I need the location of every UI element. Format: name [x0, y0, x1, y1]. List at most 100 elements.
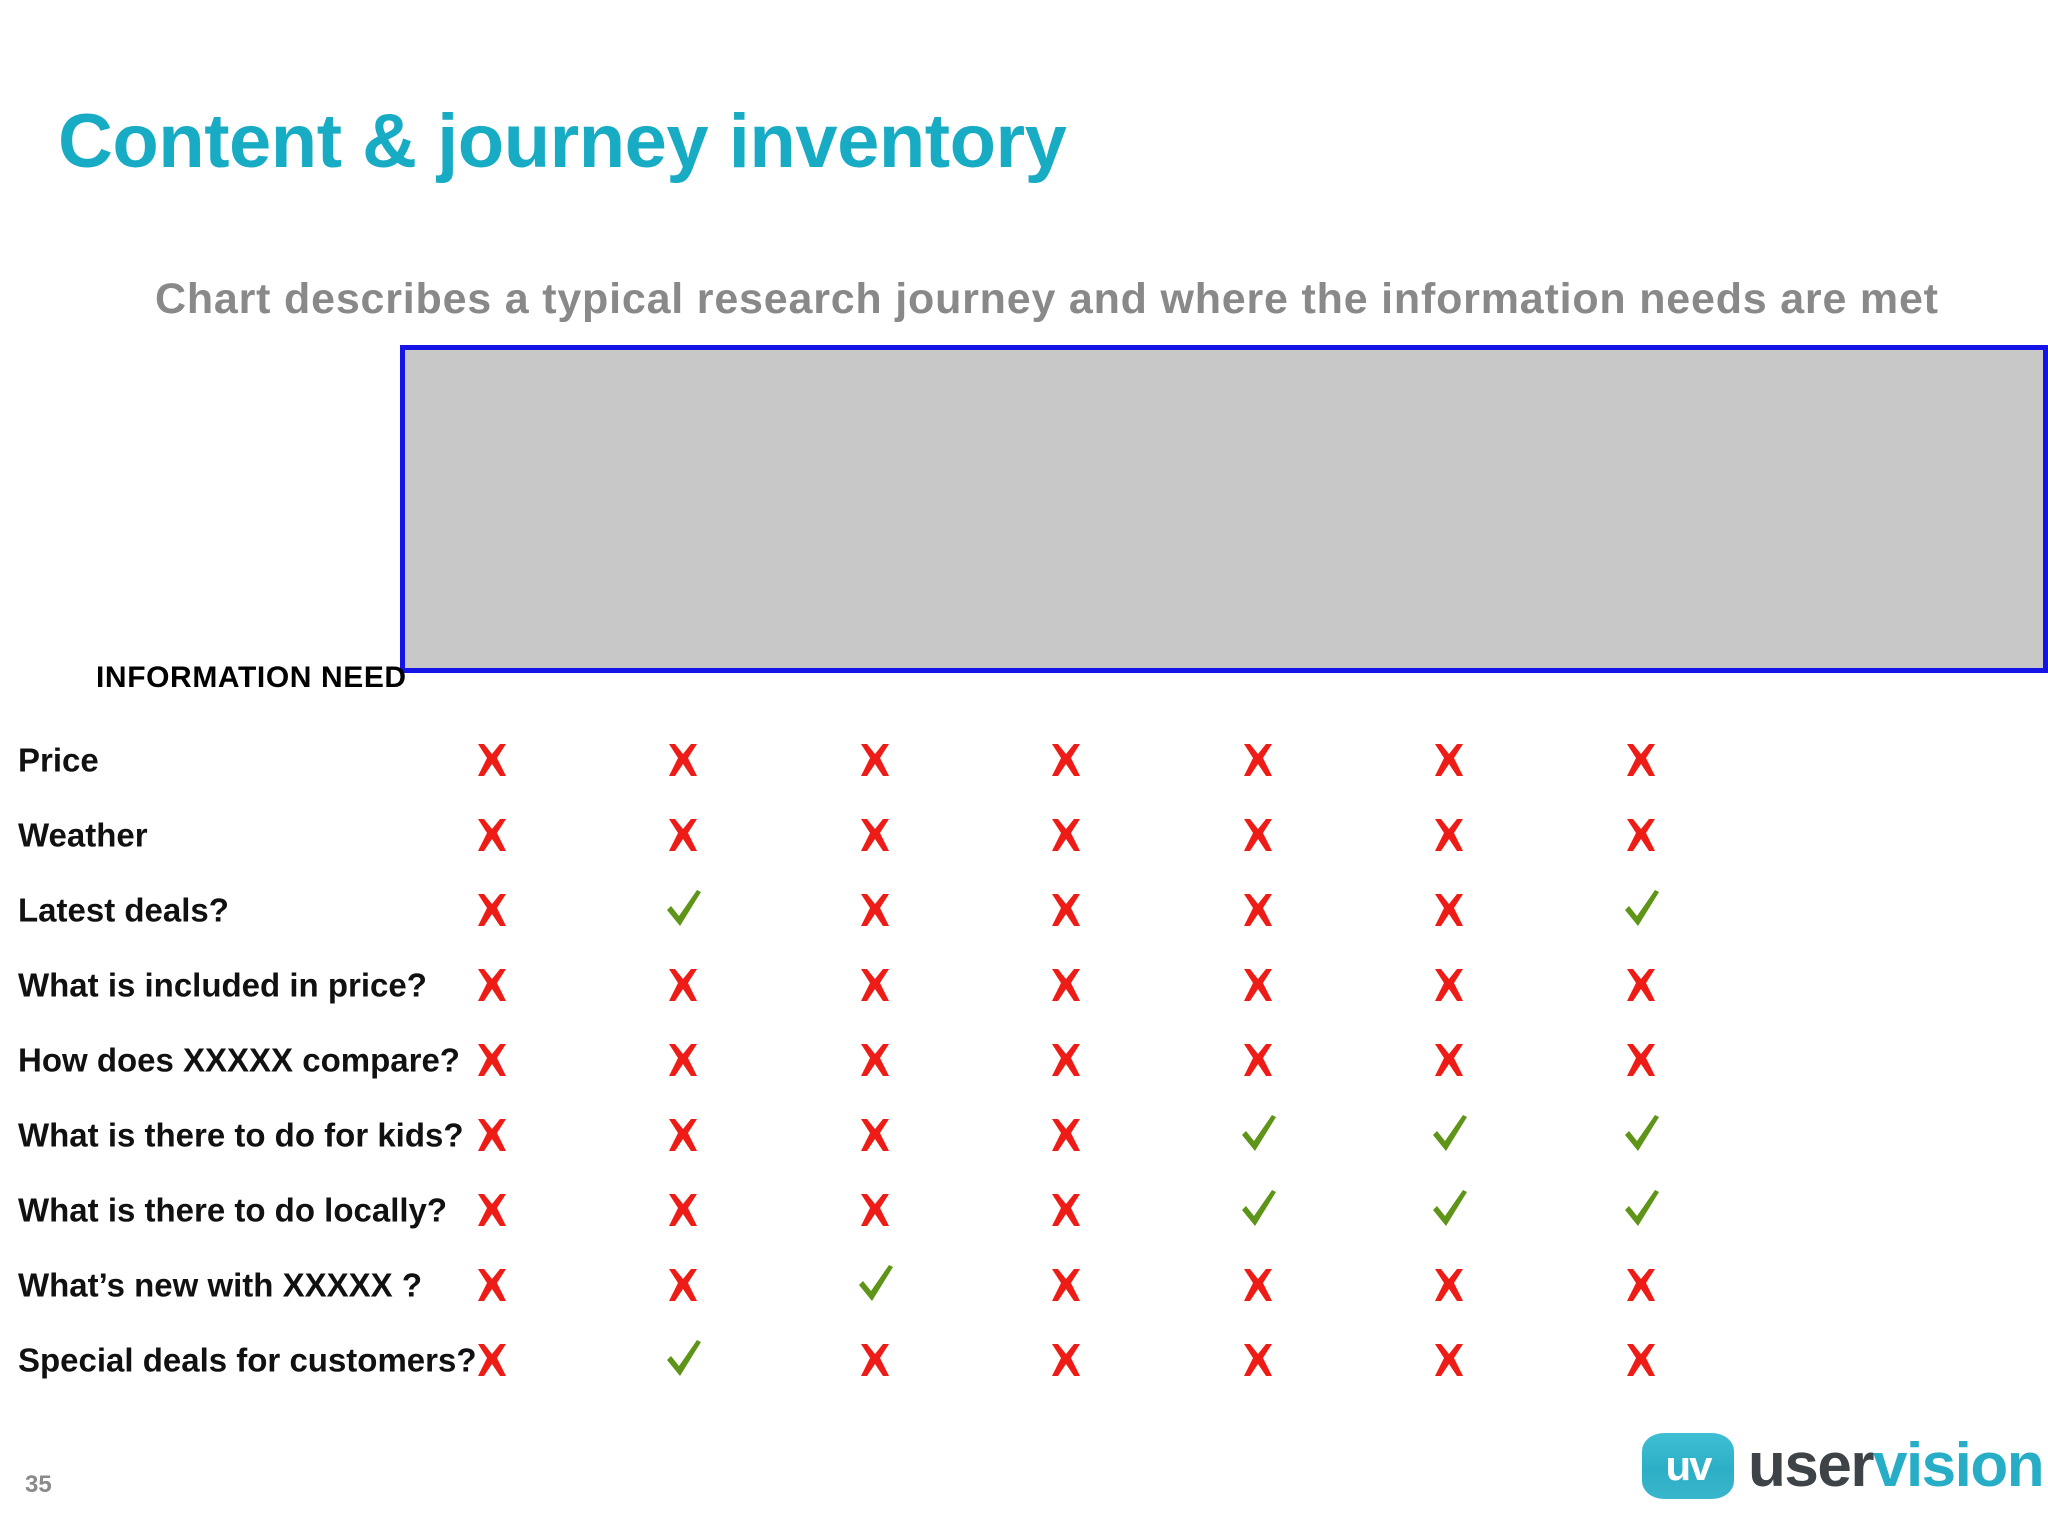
matrix-cell	[1236, 797, 1427, 872]
matrix-cell	[470, 1022, 661, 1097]
logo-word-vision: vision	[1872, 1431, 2045, 1500]
check-icon	[1619, 1188, 1663, 1232]
matrix-row: What is there to do for kids?	[0, 1097, 2048, 1172]
cross-icon	[853, 1113, 897, 1157]
cross-icon	[853, 738, 897, 782]
matrix-row-cells	[470, 1172, 1810, 1247]
row-label: Latest deals?	[18, 891, 229, 928]
matrix-cell	[1427, 1022, 1618, 1097]
matrix-cell	[1236, 722, 1427, 797]
cross-icon	[661, 1263, 705, 1307]
matrix-cell	[1427, 1097, 1618, 1172]
cross-icon	[1044, 963, 1088, 1007]
matrix-row-cells	[470, 1247, 1810, 1322]
cross-icon	[1427, 1038, 1471, 1082]
matrix-row: How does XXXXX compare?	[0, 1022, 2048, 1097]
matrix-cell	[1619, 722, 1810, 797]
matrix-row: Special deals for customers?	[0, 1322, 2048, 1397]
cross-icon	[1619, 738, 1663, 782]
matrix-cell	[1236, 1322, 1427, 1397]
cross-icon	[661, 963, 705, 1007]
matrix-cell	[1044, 1172, 1235, 1247]
matrix-cell	[1236, 1247, 1427, 1322]
row-label: What is included in price?	[18, 966, 427, 1003]
page-number: 35	[25, 1471, 52, 1498]
cross-icon	[470, 1038, 514, 1082]
cross-icon	[853, 1188, 897, 1232]
matrix-cell	[853, 1022, 1044, 1097]
matrix-cell	[661, 1247, 852, 1322]
cross-icon	[1044, 1038, 1088, 1082]
cross-icon	[470, 888, 514, 932]
check-icon	[661, 888, 705, 932]
matrix-cell	[1619, 872, 1810, 947]
cross-icon	[470, 1113, 514, 1157]
matrix-cell	[1427, 1322, 1618, 1397]
matrix-cell	[1044, 1322, 1235, 1397]
matrix-cell	[661, 722, 852, 797]
matrix-cell	[1427, 1172, 1618, 1247]
page-subtitle: Chart describes a typical research journ…	[155, 275, 1939, 323]
cross-icon	[1044, 1113, 1088, 1157]
cross-icon	[470, 1338, 514, 1382]
matrix-cell	[1619, 1172, 1810, 1247]
cross-icon	[470, 738, 514, 782]
cross-icon	[1427, 738, 1471, 782]
cross-icon	[1236, 1338, 1280, 1382]
matrix-cell	[853, 797, 1044, 872]
uservision-logo: uv user vision	[1642, 1430, 2045, 1502]
cross-icon	[470, 1263, 514, 1307]
matrix-cell	[1044, 1097, 1235, 1172]
matrix-cell	[853, 722, 1044, 797]
check-icon	[1427, 1188, 1471, 1232]
cross-icon	[1044, 888, 1088, 932]
matrix-cell	[853, 1322, 1044, 1397]
matrix-cell	[470, 1322, 661, 1397]
cross-icon	[470, 1188, 514, 1232]
matrix-row-cells	[470, 1322, 1810, 1397]
cross-icon	[1427, 963, 1471, 1007]
cross-icon	[1044, 1338, 1088, 1382]
cross-icon	[1236, 1038, 1280, 1082]
matrix-cell	[661, 1097, 852, 1172]
matrix-cell	[470, 1097, 661, 1172]
cross-icon	[661, 1188, 705, 1232]
matrix-cell	[853, 1172, 1044, 1247]
matrix-row: What is included in price?	[0, 947, 2048, 1022]
matrix-row-cells	[470, 947, 1810, 1022]
row-label: What is there to do for kids?	[18, 1116, 464, 1153]
matrix-cell	[470, 1247, 661, 1322]
matrix-row-cells	[470, 797, 1810, 872]
matrix-cell	[1427, 722, 1618, 797]
cross-icon	[470, 813, 514, 857]
matrix-cell	[1427, 797, 1618, 872]
cross-icon	[1236, 1263, 1280, 1307]
matrix-row: What is there to do locally?	[0, 1172, 2048, 1247]
matrix-cell	[1236, 872, 1427, 947]
cross-icon	[1236, 738, 1280, 782]
matrix-cell	[470, 872, 661, 947]
matrix-cell	[470, 1172, 661, 1247]
row-label: Price	[18, 741, 99, 778]
matrix-cell	[1427, 872, 1618, 947]
matrix-row-cells	[470, 722, 1810, 797]
cross-icon	[1044, 1263, 1088, 1307]
uv-logo-icon: uv	[1642, 1433, 1734, 1499]
row-label: What’s new with XXXXX ?	[18, 1266, 422, 1303]
row-label: Weather	[18, 816, 148, 853]
check-icon	[1427, 1113, 1471, 1157]
matrix-cell	[661, 947, 852, 1022]
matrix-cell	[1619, 1322, 1810, 1397]
row-label: Special deals for customers?	[18, 1341, 477, 1378]
matrix-cell	[1236, 1172, 1427, 1247]
matrix-cell	[1427, 1247, 1618, 1322]
cross-icon	[1619, 1038, 1663, 1082]
matrix-row: Price	[0, 722, 2048, 797]
matrix-cell	[1619, 1097, 1810, 1172]
matrix-row-cells	[470, 872, 1810, 947]
matrix-cell	[470, 722, 661, 797]
matrix-cell	[1236, 1022, 1427, 1097]
row-label: How does XXXXX compare?	[18, 1041, 460, 1078]
cross-icon	[470, 963, 514, 1007]
